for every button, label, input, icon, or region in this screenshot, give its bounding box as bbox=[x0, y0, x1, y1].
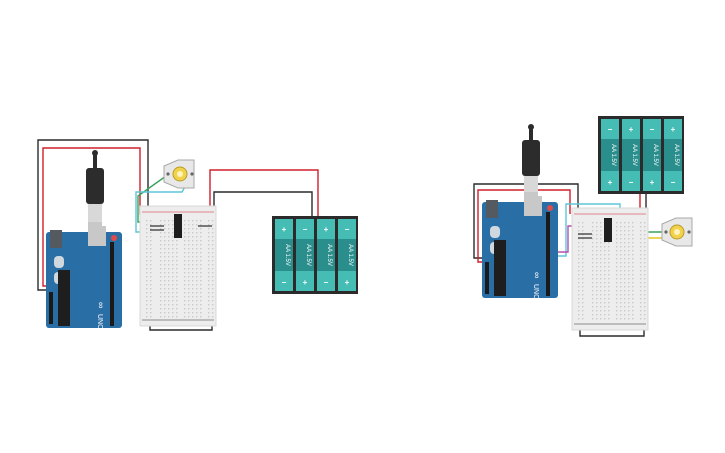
circuit-right: ∞ UNO bbox=[473, 116, 693, 337]
power-cable-right[interactable] bbox=[522, 124, 540, 206]
wire-black-top-left[interactable] bbox=[37, 139, 149, 291]
battery-terminal-bottom: − bbox=[671, 178, 676, 187]
usb-port bbox=[486, 200, 498, 218]
battery-cell: + − AA 1.5V bbox=[275, 219, 293, 291]
battery-terminal-top: + bbox=[282, 225, 287, 234]
transistor-chip[interactable] bbox=[604, 218, 612, 242]
battery-terminal-top: + bbox=[671, 125, 676, 134]
usb-port bbox=[50, 230, 62, 248]
wire-black-bottom-right[interactable] bbox=[579, 326, 645, 337]
wire-red-top-right[interactable] bbox=[477, 189, 571, 263]
battery-terminal-top: + bbox=[629, 125, 634, 134]
dc-motor-right[interactable] bbox=[661, 217, 693, 247]
battery-label: AA 1.5V bbox=[673, 144, 679, 166]
wire-black-battery-left[interactable] bbox=[213, 191, 313, 218]
microcontroller-chip bbox=[494, 240, 506, 296]
battery-terminal-bottom: − bbox=[324, 278, 329, 287]
arduino-uno-right[interactable]: ∞ UNO bbox=[482, 196, 558, 300]
circuit-left: ∞ UNO bbox=[37, 139, 358, 331]
battery-pack-right[interactable]: − + AA 1.5V + − AA 1.5V − + AA 1.5V + − AA 1.5V bbox=[598, 116, 684, 194]
dc-motor-left[interactable] bbox=[163, 159, 195, 189]
battery-terminal-top: − bbox=[650, 125, 655, 134]
battery-label: AA 1.5V bbox=[347, 244, 353, 266]
microcontroller-chip bbox=[58, 270, 70, 326]
arduino-logo: ∞ bbox=[96, 302, 106, 308]
battery-cell: − + AA 1.5V bbox=[338, 219, 356, 291]
battery-terminal-top: − bbox=[303, 225, 308, 234]
battery-cell: − + AA 1.5V bbox=[601, 119, 619, 191]
battery-label: AA 1.5V bbox=[326, 244, 332, 266]
battery-label: AA 1.5V bbox=[631, 144, 637, 166]
battery-terminal-top: − bbox=[345, 225, 350, 234]
arduino-logo: ∞ bbox=[532, 272, 542, 278]
breadboard-right[interactable] bbox=[571, 207, 649, 331]
wire-red-battery-left[interactable] bbox=[209, 169, 319, 218]
battery-terminal-bottom: − bbox=[282, 278, 287, 287]
battery-cell: + − AA 1.5V bbox=[317, 219, 335, 291]
battery-label: AA 1.5V bbox=[284, 244, 290, 266]
battery-label: AA 1.5V bbox=[610, 144, 616, 166]
battery-terminal-top: − bbox=[608, 125, 613, 134]
arduino-brand: UNO bbox=[532, 284, 539, 300]
wire-purple-right[interactable] bbox=[558, 225, 574, 253]
battery-terminal-bottom: + bbox=[650, 178, 655, 187]
battery-pack-left[interactable]: + − AA 1.5V − + AA 1.5V + − AA 1.5V − + AA 1.5V bbox=[272, 216, 358, 294]
battery-cell: + − AA 1.5V bbox=[622, 119, 640, 191]
arduino-brand: UNO bbox=[96, 314, 103, 330]
transistor-chip[interactable] bbox=[174, 214, 182, 238]
battery-terminal-bottom: + bbox=[303, 278, 308, 287]
battery-terminal-bottom: + bbox=[608, 178, 613, 187]
battery-terminal-bottom: + bbox=[345, 278, 350, 287]
wire-cyan-right[interactable] bbox=[558, 203, 621, 257]
power-cable-left[interactable] bbox=[86, 150, 104, 246]
arduino-uno-left[interactable]: ∞ UNO bbox=[46, 226, 122, 330]
battery-terminal-bottom: − bbox=[629, 178, 634, 187]
battery-label: AA 1.5V bbox=[305, 244, 311, 266]
battery-terminal-top: + bbox=[324, 225, 329, 234]
breadboard-left[interactable] bbox=[139, 205, 217, 327]
battery-cell: − + AA 1.5V bbox=[296, 219, 314, 291]
battery-label: AA 1.5V bbox=[652, 144, 658, 166]
battery-cell: − + AA 1.5V bbox=[643, 119, 661, 191]
battery-cell: + − AA 1.5V bbox=[664, 119, 682, 191]
